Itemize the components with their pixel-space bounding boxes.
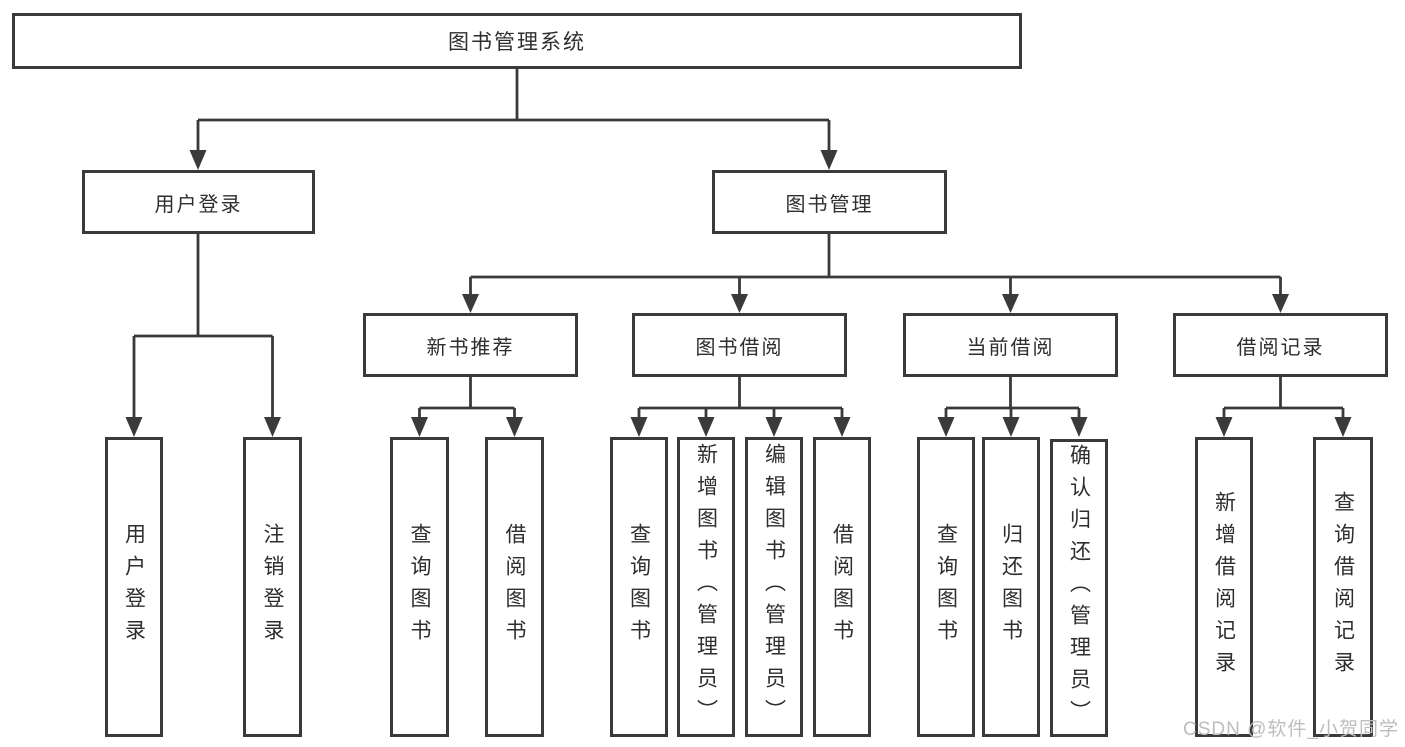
- node-add-borrow-record: 新增借阅记录: [1195, 437, 1253, 737]
- node-add-book-admin: 新增图书（管理员）: [677, 437, 735, 737]
- node-confirm-return-admin: 确认归还（管理员）: [1050, 439, 1108, 737]
- node-borrow-books-recommend: 借阅图书: [485, 437, 544, 737]
- node-user-login-leaf: 用户登录: [105, 437, 163, 737]
- node-logout: 注销登录: [243, 437, 302, 737]
- node-library-management-system: 图书管理系统: [12, 13, 1022, 69]
- node-user-login: 用户登录: [82, 170, 315, 234]
- node-book-management: 图书管理: [712, 170, 947, 234]
- node-return-book: 归还图书: [982, 437, 1040, 737]
- node-query-books-borrowing: 查询图书: [610, 437, 668, 737]
- node-query-books-current: 查询图书: [917, 437, 975, 737]
- node-edit-book-admin: 编辑图书（管理员）: [745, 437, 803, 737]
- node-current-borrowing: 当前借阅: [903, 313, 1118, 377]
- node-book-borrowing: 图书借阅: [632, 313, 847, 377]
- node-new-book-recommendation: 新书推荐: [363, 313, 578, 377]
- node-borrow-books: 借阅图书: [813, 437, 871, 737]
- node-borrowing-records: 借阅记录: [1173, 313, 1388, 377]
- node-query-books-recommend: 查询图书: [390, 437, 449, 737]
- node-query-borrow-record: 查询借阅记录: [1313, 437, 1373, 737]
